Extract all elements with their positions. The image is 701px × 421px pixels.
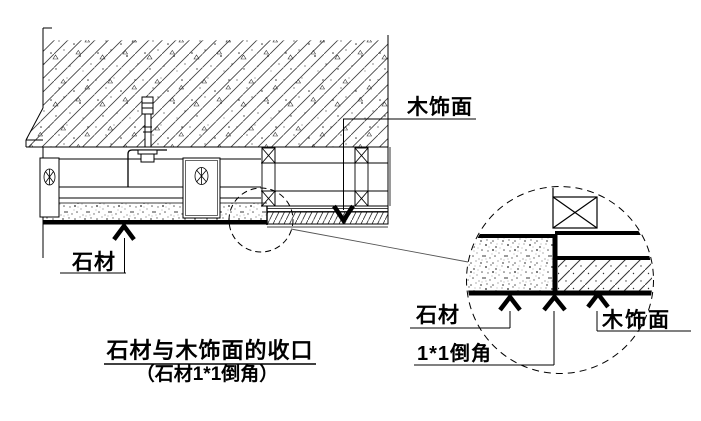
detail-wood-veneer-label: 木饰面 [601,308,671,332]
stone-label: 石材 [71,250,116,274]
screw-icon [43,168,56,186]
detail-content [467,187,653,296]
chamfer-label: 1*1倒角 [417,341,492,365]
stone-panel [43,220,267,225]
detail-circle [466,186,654,374]
plywood-layers [267,208,388,212]
detail-indicator-circle [228,187,294,253]
stud-frame [261,147,388,207]
detail-wood-blocking-x-icon [552,187,598,229]
wall-break-lines [25,27,391,258]
chamfer-callout: 1*1倒角 [414,311,555,366]
wood-veneer-label: 木饰面 [406,95,473,119]
screw-icon [194,167,209,185]
detail-stone-label: 石材 [415,303,460,327]
drawing-title-block: 石材与木饰面的收口 （石材1*1倒角） [104,338,316,385]
detail-leader-line [290,228,469,263]
mortar-bed [43,202,267,220]
hanger-bracket [127,149,167,187]
wood-veneer-panel [266,206,389,228]
detail-wood-veneer-callout: 木饰面 [596,308,691,332]
stone-callout: 石材 [60,222,136,274]
drawing-title: 石材与木饰面的收口 [105,338,313,363]
anchor-bolt [137,96,158,163]
concrete-slab [26,40,388,147]
wood-veneer-callout: 木饰面 [332,95,476,225]
detail-stone-callout: 石材 [410,303,511,329]
up-arrow-icon [542,293,567,312]
drawing-subtitle: （石材1*1倒角） [136,362,279,385]
furring-blocks [39,157,221,219]
detail-wood-block [555,231,652,293]
down-arrow-icon [332,204,355,225]
detail-stone-block [467,234,555,292]
up-arrow-icon [586,290,610,309]
up-arrow-icon [112,222,136,241]
wood-blocking-x-icon [261,147,369,207]
furring-rails [43,158,261,199]
up-arrow-icon [498,293,522,312]
